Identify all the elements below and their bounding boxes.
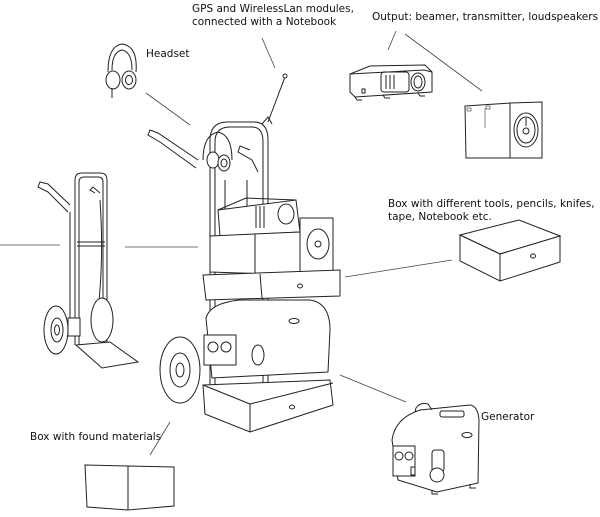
label-toolbox-line1: Box with different tools, pencils, knife… (388, 198, 595, 210)
antenna-icon (267, 76, 286, 123)
cart-projector (217, 197, 301, 237)
leader-output-projector (387, 30, 397, 51)
leader-output-speaker (404, 33, 483, 92)
leader-toolbox (344, 259, 453, 278)
label-found-materials: Box with found materials (30, 431, 162, 443)
leader-materials (149, 421, 171, 456)
generator-icon (391, 403, 480, 495)
cart-speaker (299, 217, 334, 275)
hand-truck (37, 172, 140, 369)
materials-box-icon (84, 464, 175, 511)
label-gps-line2: connected with a Notebook (192, 16, 337, 28)
label-headset: Headset (146, 48, 190, 60)
label-output: Output: beamer, transmitter, loudspeaker… (372, 11, 600, 23)
loudspeaker-icon (464, 101, 543, 159)
projector-icon (349, 64, 433, 101)
leader-gps (261, 37, 276, 69)
tool-box-icon (458, 219, 562, 282)
label-generator: Generator (481, 411, 535, 423)
leader-headset (145, 92, 191, 126)
cart-headset-icon (202, 131, 233, 172)
equipped-cart (147, 73, 341, 433)
leader-lines (0, 30, 483, 456)
label-gps-modules: GPS and WirelessLan modules, connected w… (192, 3, 354, 29)
label-toolbox: Box with different tools, pencils, knife… (388, 198, 595, 224)
leader-generator (339, 374, 407, 403)
headset-icon (105, 43, 137, 98)
label-gps-line1: GPS and WirelessLan modules, (192, 3, 354, 15)
label-toolbox-line2: tape, Notebook etc. (388, 211, 492, 223)
